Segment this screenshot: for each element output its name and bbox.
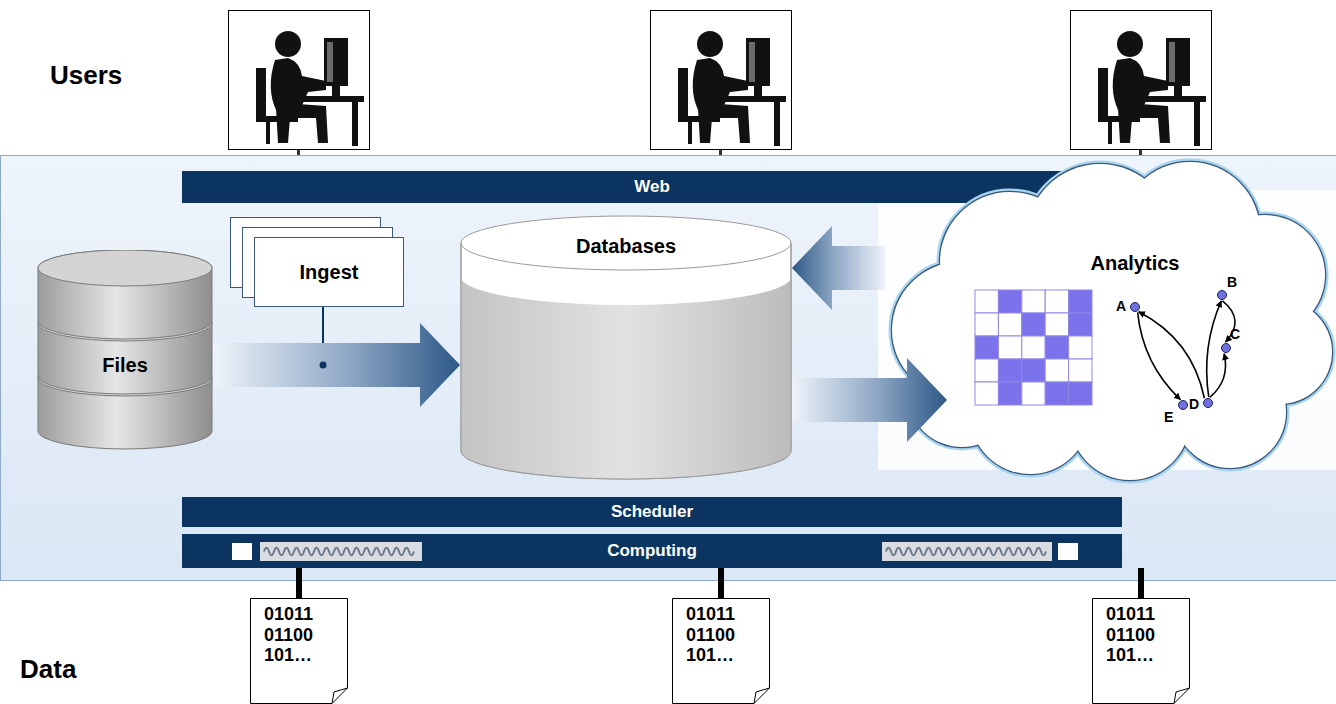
doc-node: 01011 01100 101… [1092,598,1190,704]
dot-node: E [1178,400,1188,410]
matrix-cell [998,336,1021,359]
flow-arrow [792,226,885,310]
doc-node: 01011 01100 101… [672,598,770,704]
matrix-cell [1045,382,1068,405]
matrix-cell [1045,313,1068,336]
matrix-cell [998,382,1021,405]
data-link [296,568,302,598]
matrix-cell [1069,336,1092,359]
compute-node: Computing [182,534,1122,568]
page-outline [251,599,348,704]
dot-node: B [1217,290,1227,300]
files-node: Files [37,250,213,450]
matrix-cell [998,359,1021,382]
row-label: Users [50,60,122,91]
files-label: Files [102,354,148,377]
disk-top [38,250,212,286]
dot-node: A [1130,302,1140,312]
matrix-cell [1069,382,1092,405]
dot-label: E [1164,409,1173,425]
doc-label: 01011 01100 101… [1106,604,1155,666]
cloud-node: AnalyticsABCED [885,150,1336,490]
matrix-cell [1069,290,1092,313]
doc-label: 01011 01100 101… [686,604,735,666]
graph-edge [1210,354,1226,398]
matrix-cell [1022,359,1045,382]
db-label: Databases [576,235,676,258]
matrix-cell [975,359,998,382]
ingest-node: Ingest [254,237,404,307]
graph-edge [1222,301,1235,342]
cloud-outline [892,162,1332,480]
dot-node: D [1203,398,1213,408]
cloud-line [892,162,1332,480]
dot-label: D [1189,396,1199,412]
cloud-lobe [940,230,1300,430]
matrix-cell [1045,290,1068,313]
files-cylinder [37,250,213,450]
matrix-cell [975,336,998,359]
page-fold [754,688,770,704]
wave-strip [260,542,422,561]
matrix-cell [998,290,1021,313]
page-fold [1174,688,1190,704]
doc-node: 01011 01100 101… [250,598,348,704]
dot-node: C [1221,343,1231,353]
cloud-lobe [940,230,1300,430]
white-square [232,543,252,560]
matrix-cell [975,382,998,405]
db-body [461,243,791,479]
matrix-cell [975,313,998,336]
db-outline [461,243,791,479]
adjacency-matrix [975,290,1092,405]
matrix-cell [1022,290,1045,313]
matrix-cell [1022,313,1045,336]
db-node: Databases [460,215,792,480]
flow-arrow [792,358,947,442]
cloud-lobe [940,230,1300,430]
band-node: Scheduler [182,497,1122,527]
page-outline [1093,599,1190,704]
analytics-ground [878,190,1336,470]
data-link [718,568,724,598]
page-fold [332,688,348,704]
system-panel [1,156,1336,581]
matrix-cell [1069,359,1092,382]
matrix-cell [1045,359,1068,382]
wave-strip [882,542,1052,561]
leader-dot [320,362,327,369]
matrix-cell [1045,336,1068,359]
matrix-cell [1022,382,1045,405]
user-icons [229,11,1212,156]
flow-arrow [213,323,460,407]
page-outline [673,599,770,704]
db-fill [461,277,791,479]
dot-label: C [1230,326,1240,342]
dot-label: A [1116,298,1126,314]
band-label: Scheduler [611,502,693,522]
disk-segment [38,250,212,339]
matrix-cell [975,290,998,313]
db-top [461,216,791,270]
graph-edge [1139,312,1205,398]
doc-label: 01011 01100 101… [264,604,313,666]
matrix-cell [998,313,1021,336]
wave-line [264,548,414,556]
row-label: Data [20,654,76,685]
graph-edge [1207,301,1222,397]
cloud-label: Analytics [1091,252,1180,275]
matrix-cell [1022,336,1045,359]
dot-label: B [1227,274,1237,290]
data-link [1138,568,1144,598]
wave-line [886,548,1046,556]
band-label: Web [634,177,670,197]
cloud-fill [892,162,1332,480]
white-square [1058,543,1078,560]
analytics-cloud [885,150,1336,490]
compute-label: Computing [607,541,697,561]
ingest-label: Ingest [300,261,359,284]
matrix-cell [1069,313,1092,336]
